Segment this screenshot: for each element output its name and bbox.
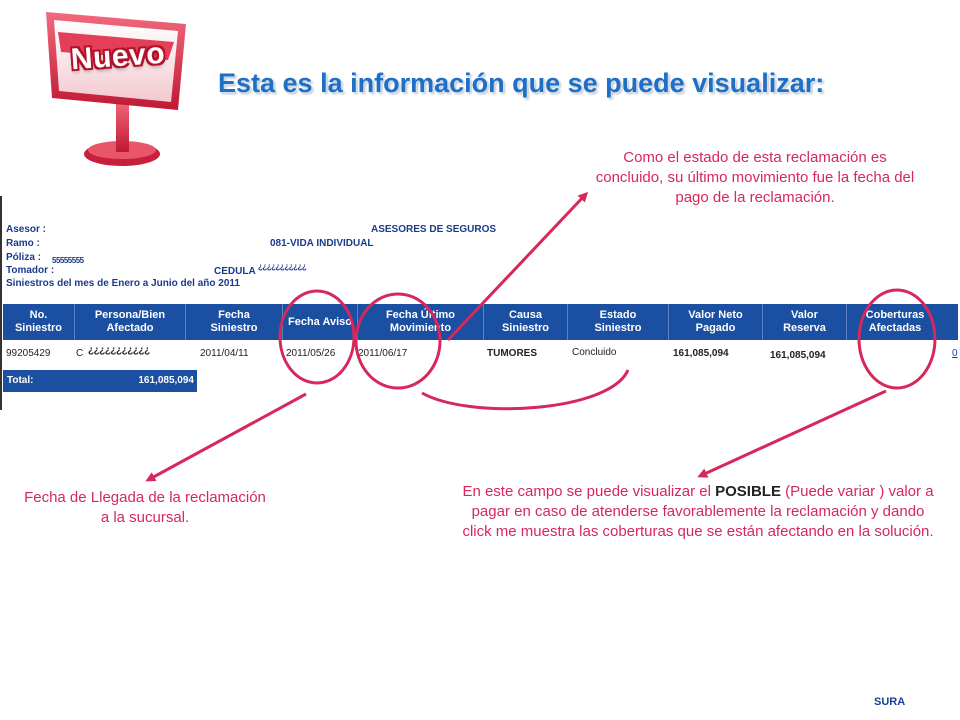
ramo-value: 081-VIDA INDIVIDUAL xyxy=(270,238,374,249)
asesor-label: Asesor : xyxy=(6,224,47,235)
arrow-to-estado-note xyxy=(446,191,589,342)
cell-persona-mask: ¿¿¿¿¿¿¿¿¿¿¿ xyxy=(88,345,150,356)
note-estado: Como el estado de esta reclamación es co… xyxy=(595,149,915,206)
report-left-border xyxy=(0,196,2,410)
cell-fecha-ultimo: 2011/06/17 xyxy=(358,348,408,359)
arrow-to-coberturas-note xyxy=(697,389,887,478)
claims-table-header: No. Siniestro Persona/Bien Afectado Fech… xyxy=(3,304,958,340)
col-estado-siniestro: Estado Siniestro xyxy=(568,304,669,340)
col-persona-bien: Persona/Bien Afectado xyxy=(75,304,186,340)
tomador-mask: ¿¿¿¿¿¿¿¿¿¿¿ xyxy=(258,262,307,271)
nuevo-sign-icon xyxy=(46,12,186,166)
note-fecha-aviso: Fecha de Llegada de la reclamación a la … xyxy=(24,489,266,526)
cell-valor-reserva: 161,085,094 xyxy=(770,350,826,361)
note-coberturas-bold: POSIBLE xyxy=(715,483,781,500)
periodo-text: Siniestros del mes de Enero a Junio del … xyxy=(6,278,240,289)
table-row: 99205429 C ¿¿¿¿¿¿¿¿¿¿¿ 2011/04/11 2011/0… xyxy=(0,342,960,368)
highlight-circle-fecha-aviso xyxy=(278,289,356,385)
note-coberturas-post: (Puede variar ) valor a pagar en caso de… xyxy=(462,483,934,540)
cell-valor-neto: 161,085,094 xyxy=(673,348,729,359)
poliza-label: Póliza : xyxy=(6,252,42,263)
cell-coberturas-link[interactable]: 0 xyxy=(952,348,958,359)
col-causa-siniestro: Causa Siniestro xyxy=(484,304,568,340)
cell-causa: TUMORES xyxy=(487,348,537,359)
cell-estado: Concluido xyxy=(572,347,617,358)
arrow-to-aviso-note xyxy=(145,392,307,482)
asesor-value: ASESORES DE SEGUROS xyxy=(371,224,497,235)
cell-fecha-aviso: 2011/05/26 xyxy=(286,348,336,359)
page-title: Esta es la información que se puede visu… xyxy=(218,68,825,98)
poliza-value: 55555555 xyxy=(52,256,84,265)
ramo-label: Ramo : xyxy=(6,238,40,249)
footer-brand: SURA xyxy=(874,696,906,708)
highlight-circle-coberturas xyxy=(857,288,937,390)
col-valor-neto-pagado: Valor Neto Pagado xyxy=(669,304,763,340)
cell-persona-prefix: C xyxy=(76,348,84,359)
total-bar: Total: 161,085,094 xyxy=(3,370,197,392)
note-coberturas: En este campo se puede visualizar el POS… xyxy=(458,482,938,542)
cell-siniestro: 99205429 xyxy=(6,348,51,359)
total-label: Total: xyxy=(7,375,34,386)
col-fecha-aviso: Fecha Aviso xyxy=(283,304,358,340)
col-fecha-siniestro: Fecha Siniestro xyxy=(186,304,283,340)
col-valor-reserva: Valor Reserva xyxy=(763,304,847,340)
note-coberturas-pre: En este campo se puede visualizar el xyxy=(462,483,716,500)
tomador-value: CEDULA xyxy=(214,266,256,277)
curve-connector-concluido xyxy=(421,369,630,411)
highlight-circle-fecha-ultimo xyxy=(354,292,442,390)
col-no-siniestro: No. Siniestro xyxy=(3,304,75,340)
tomador-label: Tomador : xyxy=(6,265,55,276)
total-value: 161,085,094 xyxy=(138,375,194,386)
cell-fecha-siniestro: 2011/04/11 xyxy=(200,348,249,359)
col-coberturas-afectadas: Coberturas Afectadas xyxy=(865,309,925,334)
